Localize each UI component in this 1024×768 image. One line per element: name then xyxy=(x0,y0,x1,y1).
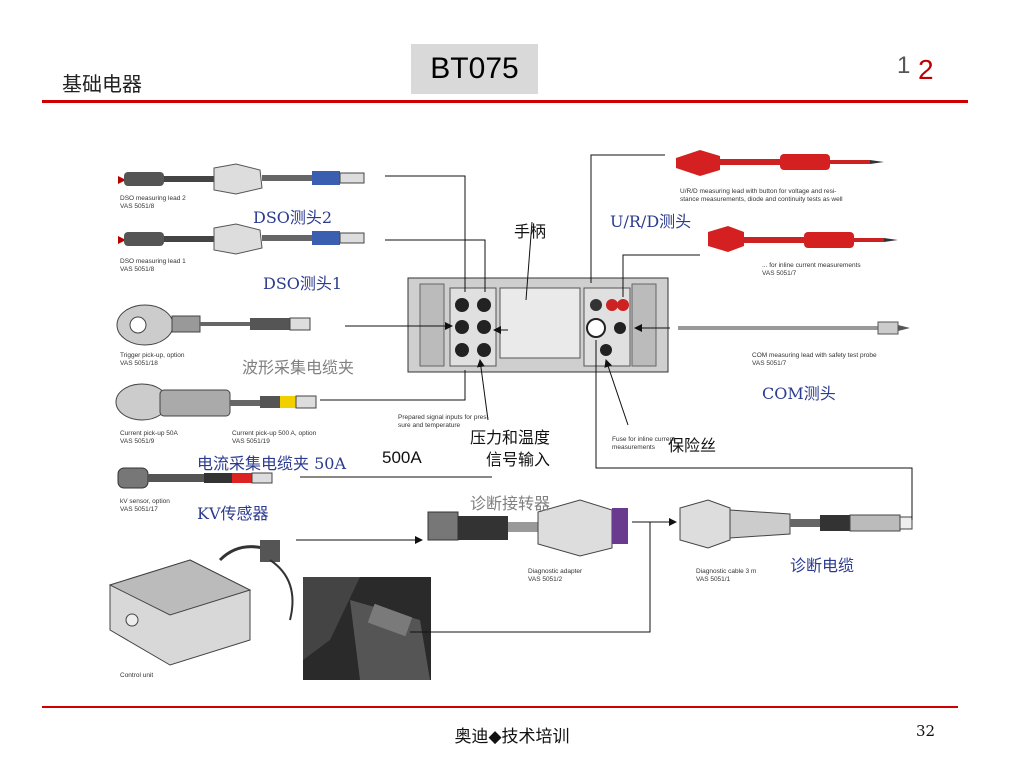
caption-current-pickup-50a: Current pick-up 50A VAS 5051/9 xyxy=(120,430,178,445)
label-kv-sensor: KV传感器 xyxy=(197,504,269,523)
slide-topic: 基础电器 xyxy=(62,72,142,96)
label-com-probe: COM测头 xyxy=(762,384,836,403)
connector-lines xyxy=(296,154,913,633)
tester-unit-image xyxy=(407,277,669,373)
diagnostic-adapter-image xyxy=(427,499,628,557)
label-diagnostic-adapter: 诊断接转器 xyxy=(470,494,551,513)
control-unit-image xyxy=(108,540,294,666)
current-pickup-500a-image xyxy=(230,395,317,409)
trigger-pickup-image xyxy=(116,304,311,346)
diagnostic-cable-image xyxy=(679,499,913,549)
caption-dso-lead-2: DSO measuring lead 2 VAS 5051/8 xyxy=(120,195,186,210)
page-indicator-small: 1 xyxy=(897,52,911,79)
caption-com-lead: COM measuring lead with safety test prob… xyxy=(752,352,877,367)
caption-inline-current-lead: ... for inline current measurements VAS … xyxy=(762,262,861,277)
page-number: 32 xyxy=(916,722,936,740)
caption-current-pickup-500a: Current pick-up 500 A, option VAS 5051/1… xyxy=(232,430,317,445)
label-handle: 手柄 xyxy=(514,222,547,241)
dso-lead-1-image xyxy=(118,223,365,255)
label-fuse: 保险丝 xyxy=(668,436,717,455)
label-pressure-temperature: 压力和温度 xyxy=(470,428,551,447)
course-code: BT075 xyxy=(430,52,519,85)
dso-lead-2-image xyxy=(118,163,365,195)
label-waveform-clamp: 波形采集电缆夹 xyxy=(242,358,355,377)
caption-prepared-inputs: Prepared signal inputs for pres- sure an… xyxy=(398,414,489,429)
inline-current-lead-image xyxy=(708,226,898,252)
current-pickup-50a-image xyxy=(115,383,231,421)
caption-diagnostic-cable: Diagnostic cable 3 m VAS 5051/1 xyxy=(696,568,757,583)
label-signal-input: 信号输入 xyxy=(486,450,551,469)
page-indicator-red: 2 xyxy=(918,54,934,85)
label-urd-probe: U/R/D测头 xyxy=(610,212,692,231)
label-dso-probe-1: DSO测头1 xyxy=(263,274,343,293)
caption-dso-lead-1: DSO measuring lead 1 VAS 5051/8 xyxy=(120,258,186,273)
course-code-box xyxy=(411,44,538,94)
vehicle-obd-photo xyxy=(303,577,431,680)
footer-text: 奥迪◆技术培训 xyxy=(454,727,570,747)
label-current-clamp-50a: 电流采集电缆夹 50A xyxy=(197,454,347,473)
com-lead-image xyxy=(678,321,910,335)
caption-fuse: Fuse for inline current measurements xyxy=(612,436,675,451)
header-divider xyxy=(42,100,968,103)
caption-urd-lead: U/R/D measuring lead with button for vol… xyxy=(680,188,843,203)
caption-trigger-pickup: Trigger pick-up, option VAS 5051/18 xyxy=(120,352,185,367)
label-dso-probe-2: DSO测头2 xyxy=(253,208,333,227)
label-diagnostic-cable: 诊断电缆 xyxy=(790,556,855,575)
urd-lead-image xyxy=(676,150,884,176)
caption-kv-sensor: kV sensor, option VAS 5051/17 xyxy=(120,498,170,513)
caption-control-unit: Control unit xyxy=(120,672,154,679)
kv-sensor-image xyxy=(117,467,273,489)
caption-diagnostic-adapter: Diagnostic adapter VAS 5051/2 xyxy=(528,568,583,583)
footer-divider xyxy=(42,706,958,708)
label-current-500a: 500A xyxy=(382,448,422,467)
